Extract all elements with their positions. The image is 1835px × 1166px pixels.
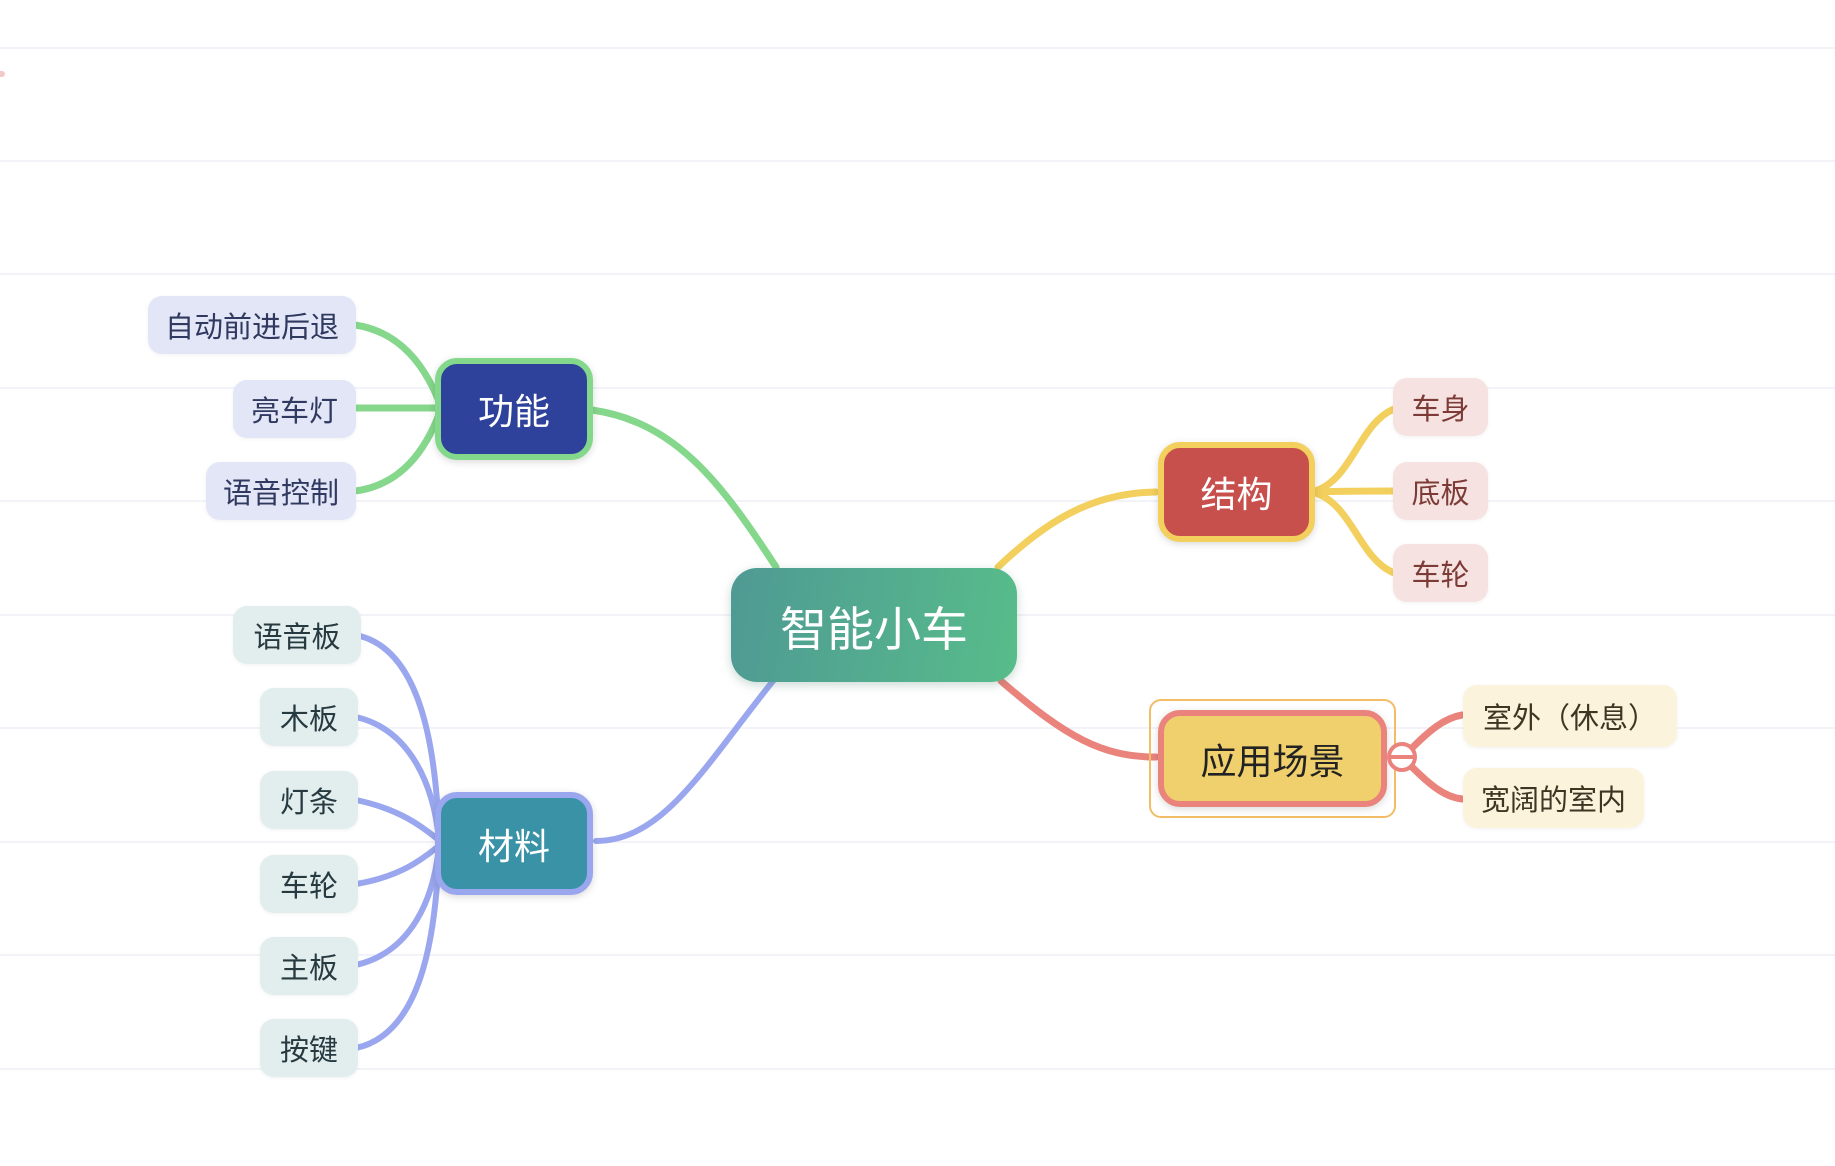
child-node[interactable]: 语音板 [233,606,361,664]
gridline [0,727,1835,729]
collapse-button[interactable] [1387,742,1417,772]
gridline [0,273,1835,275]
gridline [0,47,1835,49]
edge-root-scenarios [997,677,1160,761]
child-node[interactable]: 宽阔的室内 [1463,768,1644,828]
edge-structure-child-3 [1308,488,1398,577]
child-node[interactable]: 亮车灯 [233,380,356,438]
edge-root-structure [994,488,1160,571]
child-node[interactable]: 室外（休息） [1463,685,1677,747]
edge-functions-child-3 [351,408,444,495]
edge-scenarios-child-2 [1407,762,1466,803]
edge-materials-child-4 [353,842,443,887]
edge-root-functions [588,406,780,571]
gridline [0,500,1835,502]
child-node[interactable]: 按键 [260,1019,358,1077]
root-node[interactable]: 智能小车 [731,568,1017,682]
branch-node-scenarios[interactable]: 应用场景 [1158,710,1387,807]
gridline [0,954,1835,956]
child-node[interactable]: 语音控制 [206,462,356,520]
minus-icon [1391,755,1413,759]
edge-scenarios-child-1 [1407,711,1466,753]
gridline [0,841,1835,843]
edge-functions-child-1 [351,321,444,408]
child-node[interactable]: 底板 [1393,462,1488,520]
branch-node-materials[interactable]: 材料 [435,792,593,895]
child-node[interactable]: 自动前进后退 [148,296,356,354]
branch-node-functions[interactable]: 功能 [435,358,593,460]
edge-root-materials [593,678,776,844]
branch-node-structure[interactable]: 结构 [1158,442,1315,542]
edge-materials-child-6 [353,845,442,1051]
child-node[interactable]: 车身 [1393,378,1488,436]
gridline [0,387,1835,389]
child-node[interactable]: 灯条 [260,771,358,829]
child-node[interactable]: 木板 [260,688,358,746]
gridline [0,160,1835,162]
child-node[interactable]: 车轮 [260,855,358,913]
gridline [0,1068,1835,1070]
edge-structure-child-2 [1308,487,1398,496]
edge-structure-child-1 [1308,405,1398,496]
child-node[interactable]: 车轮 [1393,544,1488,602]
edge-materials-child-3 [353,797,443,844]
edge-artifact-dot [0,71,5,77]
child-node[interactable]: 主板 [260,937,358,995]
